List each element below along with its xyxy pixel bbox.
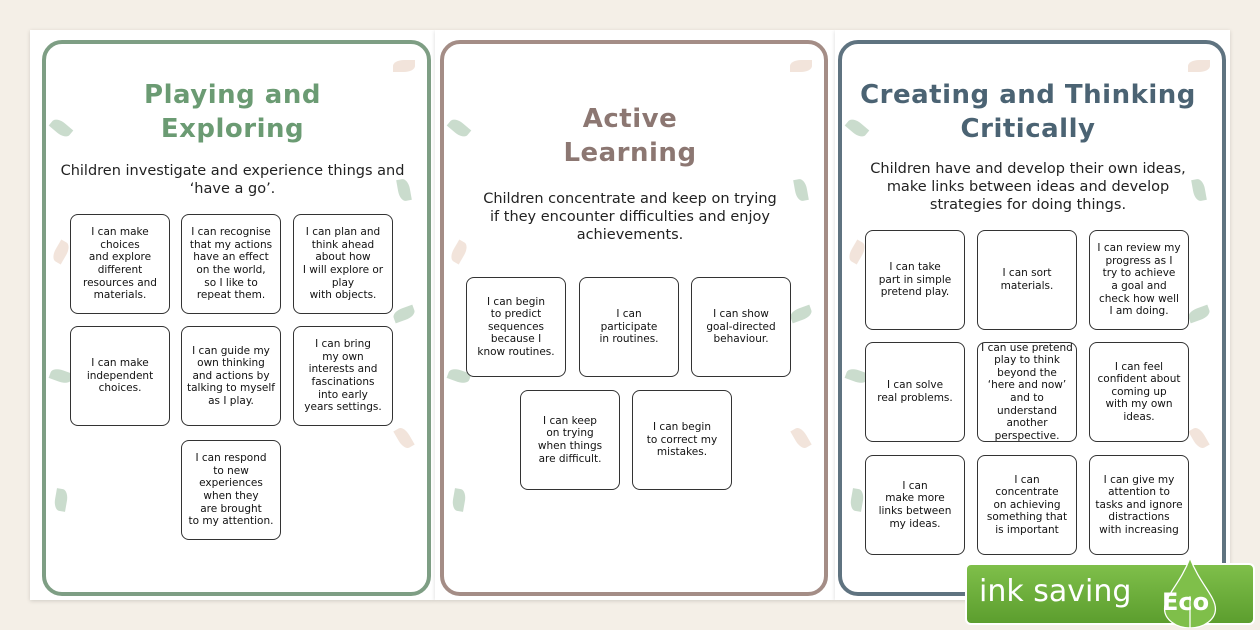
statement-card: I can take part in simple pretend play. [865,230,965,330]
statement-card: I can plan and think ahead about how I w… [293,214,393,314]
poster-subtitle: Children have and develop their own idea… [870,161,1186,213]
statement-card: I can guide my own thinking and actions … [181,326,281,426]
statement-card: I can make choices and explore different… [70,214,170,314]
poster-title: Active Learning [563,104,697,168]
statement-card: I can participate in routines. [579,277,679,377]
statement-card: I can begin to correct my mistakes. [632,390,732,490]
statement-card: I can solve real problems. [865,342,965,442]
statement-card: I can begin to predict sequences because… [466,277,566,377]
eco-label: Eco [1162,588,1210,616]
leaf-decoration [393,60,415,72]
leaf-decoration [1188,60,1210,72]
statement-card: I can respond to new experiences when th… [181,440,281,540]
statement-card: I can bring my own interests and fascina… [293,326,393,426]
poster-title: Creating and Thinking Critically [860,80,1196,144]
statement-card: I can keep on trying when things are dif… [520,390,620,490]
statement-card: I can recognise that my actions have an … [181,214,281,314]
poster-border [42,40,431,596]
statement-card: I can review my progress as I try to ach… [1089,230,1189,330]
leaf-decoration [790,60,812,72]
statement-card: I can show goal-directed behaviour. [691,277,791,377]
statement-card: I can sort materials. [977,230,1077,330]
statement-card: I can make more links between my ideas. [865,455,965,555]
poster-border [440,40,828,596]
statement-card: I can use pretend play to think beyond t… [977,342,1077,442]
statement-card: I can make independent choices. [70,326,170,426]
statement-card: I can feel confident about coming up wit… [1089,342,1189,442]
poster-subtitle: Children concentrate and keep on trying … [483,191,777,243]
statement-card: I can give my attention to tasks and ign… [1089,455,1189,555]
statement-card: I can concentrate on achieving something… [977,455,1077,555]
poster-title: Playing and Exploring [144,80,321,144]
ink-saving-label: ink saving [979,574,1132,609]
poster-subtitle: Children investigate and experience thin… [60,163,405,197]
leaf-drop-icon [1163,558,1217,628]
